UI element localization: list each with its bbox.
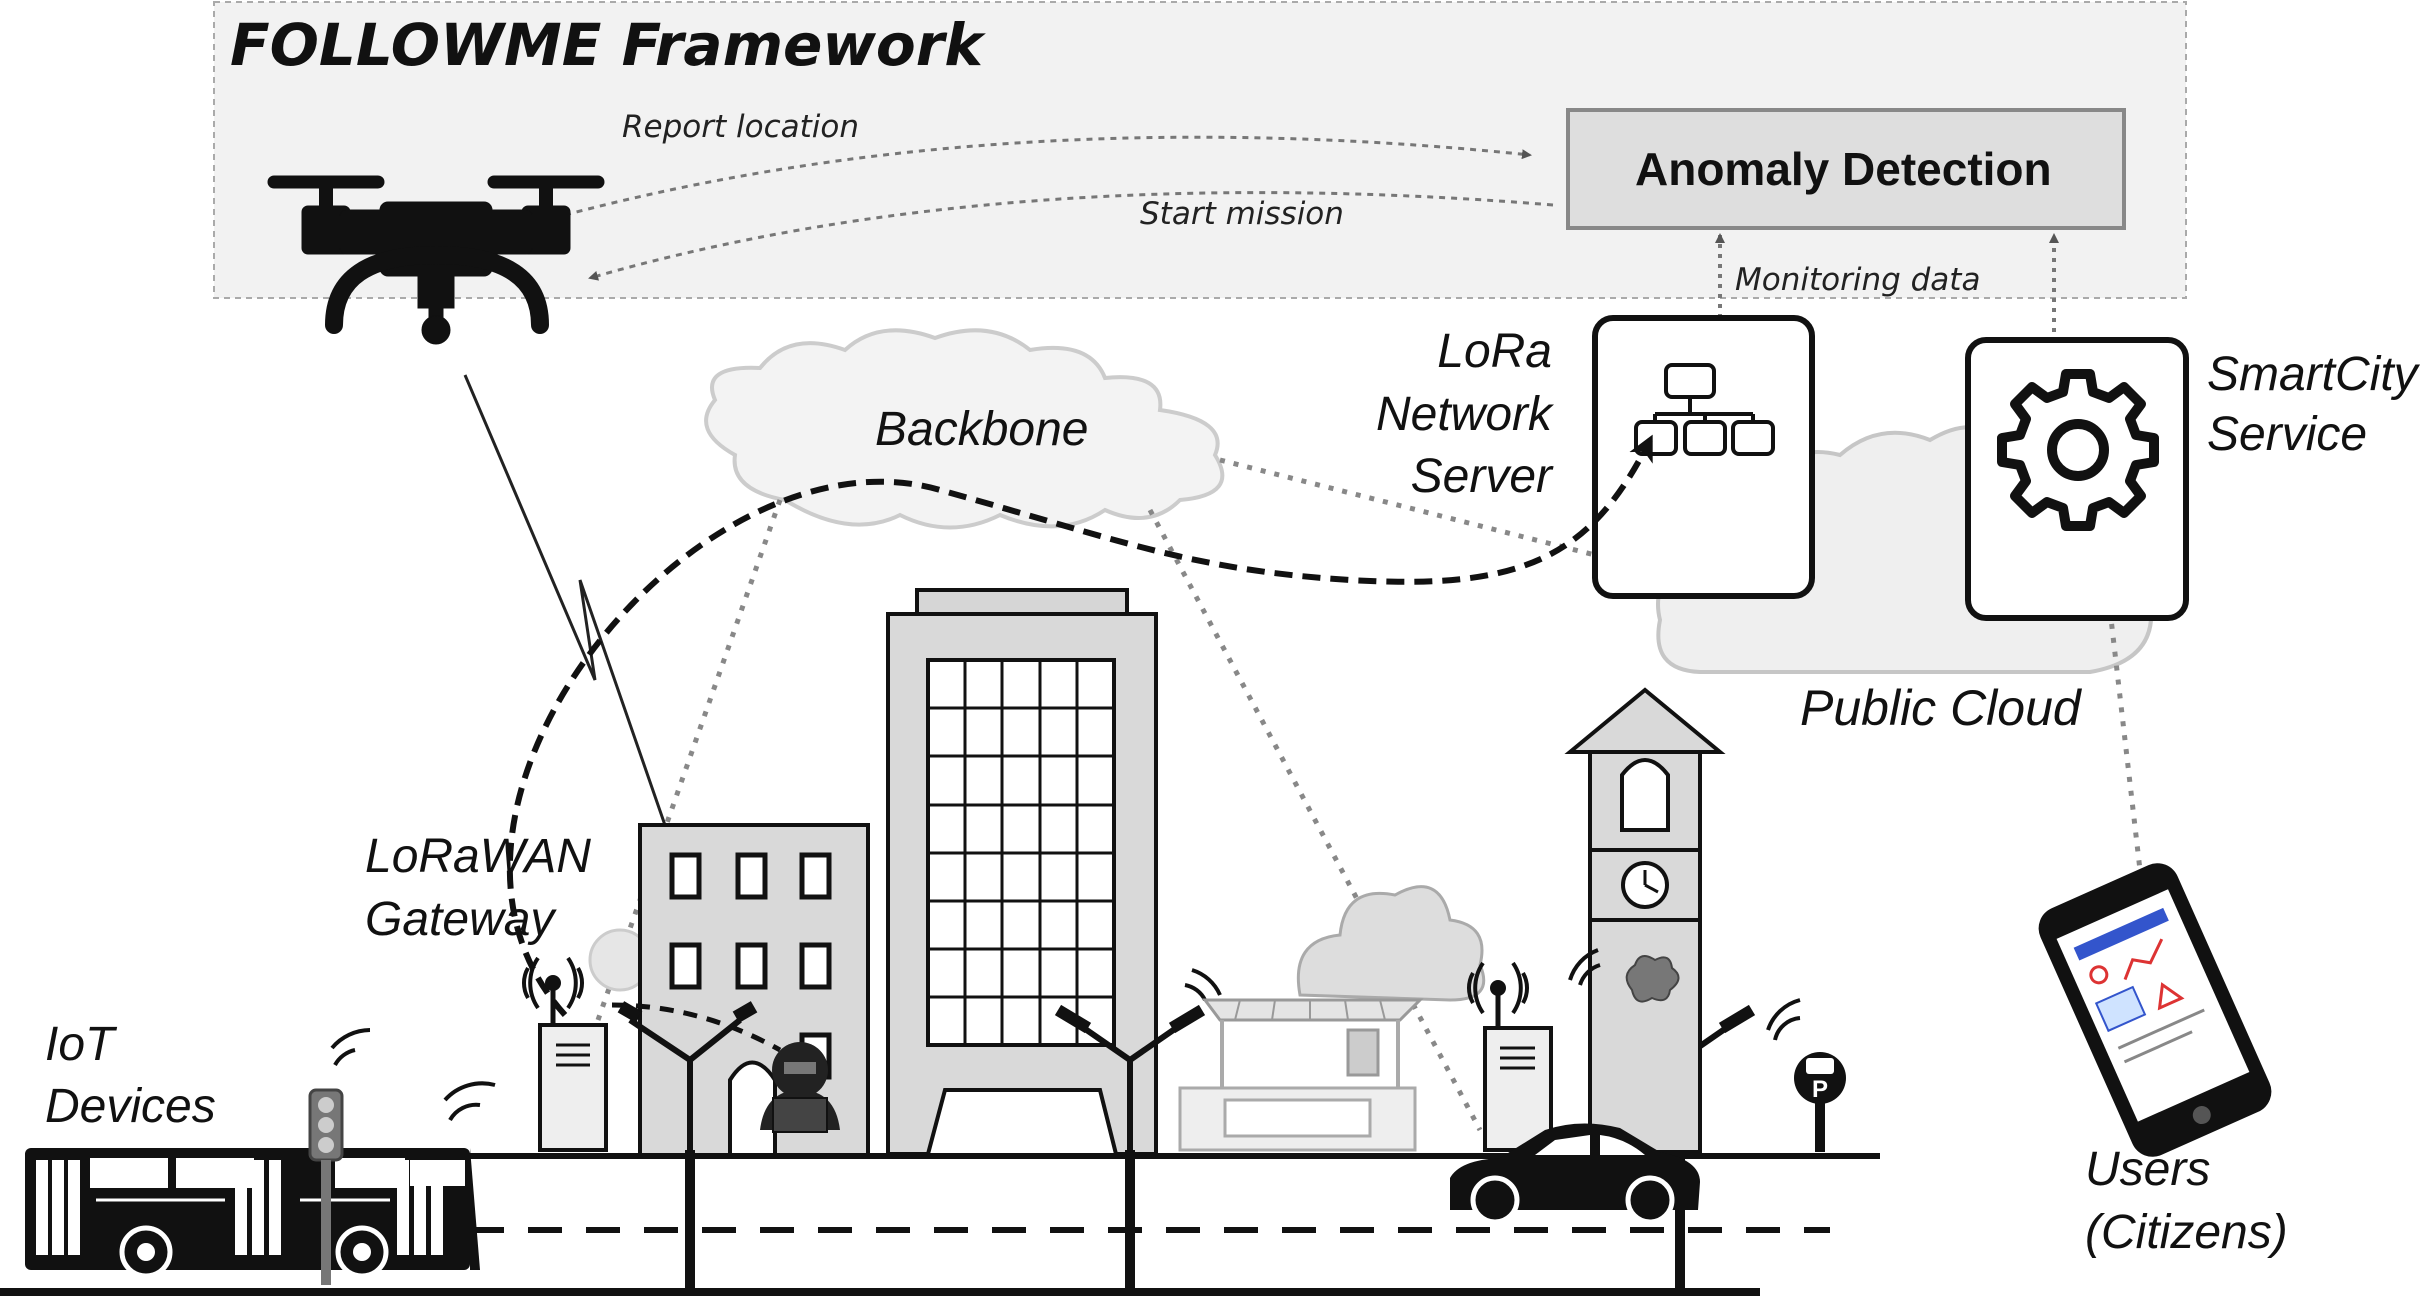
backbone-links	[595, 457, 2143, 1132]
street-lamp-2	[1054, 968, 1222, 1290]
wireless-link-bolt	[463, 374, 712, 956]
anomaly-detection-label: Anomaly Detection	[1635, 143, 2052, 195]
lora-uplink-arrow	[506, 434, 1653, 1018]
framework-title: FOLLOWME Framework	[230, 11, 986, 79]
anomaly-detection-box[interactable]: Anomaly Detection	[1566, 108, 2126, 230]
report-location-label: Report location	[622, 109, 859, 145]
lora-network-server-box[interactable]	[1592, 315, 1815, 599]
monitoring-data-label: Monitoring data	[1735, 262, 1980, 298]
lora-server-label-line3: Server	[1411, 450, 1554, 503]
lora-server-label-line2: Network	[1376, 388, 1555, 441]
car-icon[interactable]	[1450, 1123, 1700, 1225]
users-label-line2: (Citizens)	[2085, 1206, 2288, 1259]
gateway-label-line1: LoRaWAN	[365, 830, 591, 883]
street-lamp-1	[617, 1001, 758, 1290]
traffic-light-icon	[308, 1028, 371, 1285]
users-label-line1: Users	[2085, 1143, 2210, 1196]
smartphone-icon[interactable]	[2032, 856, 2279, 1164]
bus-icon[interactable]	[25, 1081, 496, 1279]
office-tower	[886, 588, 1158, 1156]
parking-meter-icon: P	[1766, 998, 1846, 1152]
market-stall	[1178, 885, 1486, 1152]
public-cloud-label: Public Cloud	[1800, 680, 2083, 736]
drone-icon[interactable]	[267, 175, 605, 345]
lorawan-gateway-left[interactable]	[522, 956, 608, 1152]
backbone-cloud-shape	[704, 328, 1225, 530]
start-mission-label: Start mission	[1140, 196, 1344, 232]
gateway-to-hacker-link	[611, 1002, 782, 1053]
report-location-arrow	[564, 135, 1532, 217]
attacker-icon[interactable]	[760, 1042, 840, 1133]
smartcity-service-box[interactable]	[1965, 337, 2189, 621]
clock-tower	[1564, 687, 1726, 1154]
smartcity-label-line1: SmartCity	[2207, 348, 2421, 401]
svg-text:P: P	[1812, 1076, 1828, 1103]
lorawan-gateway-right[interactable]	[1467, 961, 1553, 1152]
smartcity-label-line2: Service	[2207, 408, 2367, 461]
backbone-label: Backbone	[875, 403, 1089, 456]
lora-server-label-line1: LoRa	[1437, 325, 1552, 378]
iot-label-line2: Devices	[45, 1080, 216, 1133]
gateway-label-line2: Gateway	[365, 893, 557, 946]
start-mission-arrow	[588, 191, 1554, 281]
iot-label-line1: IoT	[45, 1018, 118, 1071]
clock-icon	[1621, 861, 1669, 909]
gear-icon	[1997, 369, 2159, 531]
